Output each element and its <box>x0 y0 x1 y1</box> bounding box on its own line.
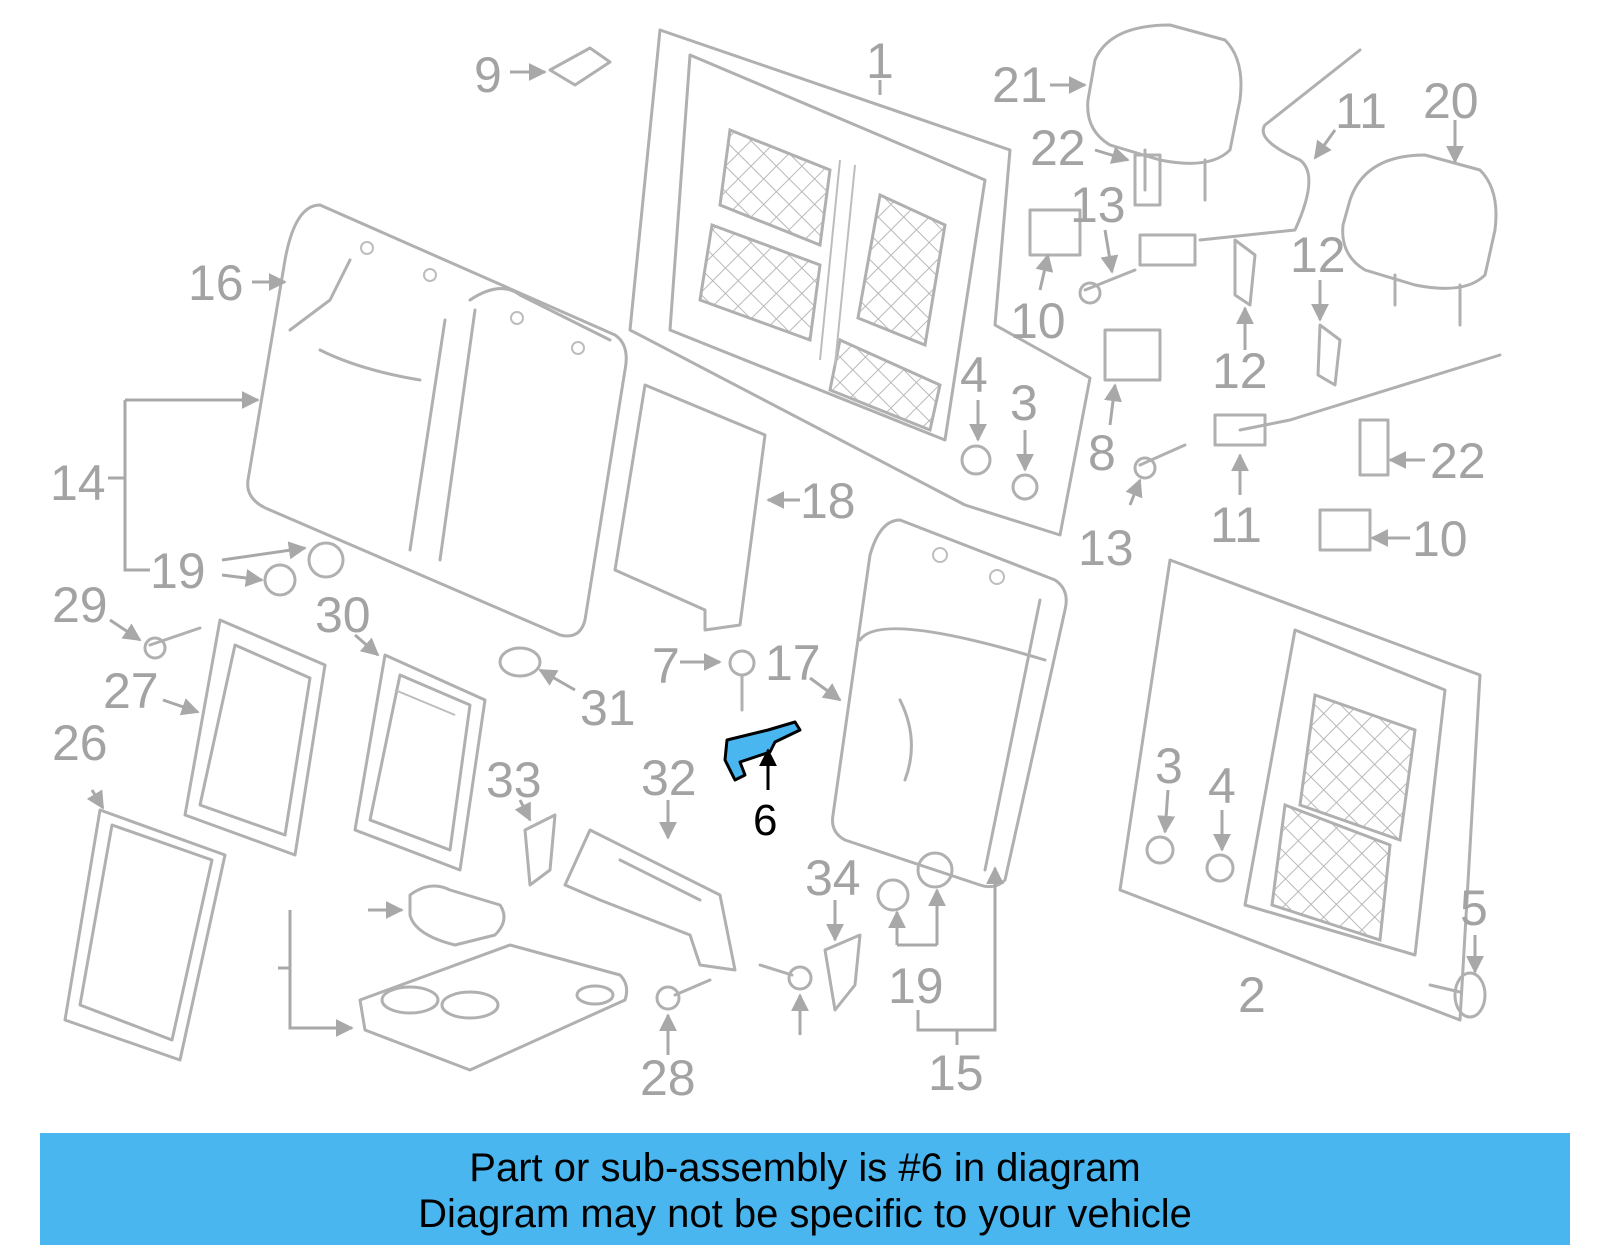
callout-28: 32 <box>641 750 697 806</box>
callout-21: 21 <box>992 57 1048 113</box>
callout-13: 13 <box>1070 177 1126 233</box>
leader-lines <box>86 63 1484 1055</box>
info-banner: Part or sub-assembly is #6 in diagram Di… <box>40 1133 1570 1245</box>
callout-7: 7 <box>652 638 680 694</box>
callout-17: 17 <box>765 635 821 691</box>
callout-14: 14 <box>50 455 106 511</box>
banner-line-disclaimer: Diagram may not be specific to your vehi… <box>418 1192 1192 1236</box>
part-18-pad <box>613 383 767 632</box>
callout-26: 30 <box>315 587 371 643</box>
part-12-brackets <box>1233 238 1342 387</box>
callout-11: 11 <box>1335 83 1387 139</box>
callout-4: 4 <box>960 347 988 403</box>
callout-24: 27 <box>103 663 159 719</box>
callout-22: 22 <box>1030 120 1086 176</box>
part-16-seat-back-cushion <box>246 203 628 638</box>
callout-19b: 19 <box>888 958 944 1014</box>
callout-3b: 3 <box>1155 738 1183 794</box>
part-3-4-fasteners <box>960 444 1235 883</box>
banner-line-part-number: Part or sub-assembly is #6 in diagram <box>469 1146 1141 1190</box>
part-20-headrest <box>1341 153 1498 327</box>
part-19-clips <box>263 541 954 912</box>
part-6-highlighted[interactable] <box>723 720 802 782</box>
callout-11b: 11 <box>1210 497 1262 553</box>
part-8-clip <box>1103 328 1162 382</box>
callout-31: 33 <box>486 752 542 808</box>
part-23-trim-panel <box>63 808 227 1062</box>
part-7-bolt <box>728 649 756 712</box>
callout-5: 5 <box>1460 880 1488 936</box>
callout-10b: 10 <box>1412 511 1468 567</box>
part-34-cup-holder <box>408 884 506 947</box>
part-2-seat-back-frame <box>1118 558 1482 1022</box>
part-21-headrest <box>1086 23 1243 202</box>
part-29-bolt <box>655 978 712 1011</box>
callout-16: 16 <box>188 255 244 311</box>
callout-27: 31 <box>580 680 636 736</box>
callout-8: 8 <box>1088 425 1116 481</box>
callout-13b: 13 <box>1078 520 1134 576</box>
part-1-seat-back-frame <box>628 28 1092 537</box>
callout-15: 15 <box>928 1045 984 1101</box>
part-9-clip <box>548 46 612 87</box>
callout-29: 28 <box>640 1050 696 1106</box>
callout-9: 9 <box>474 47 502 103</box>
callout-4b: 4 <box>1208 758 1236 814</box>
part-28-hinge-bracket <box>563 828 737 972</box>
callout-22b: 22 <box>1430 433 1486 489</box>
part-22-guides <box>1133 153 1390 477</box>
part-10-clip <box>1028 208 1372 552</box>
part-27-guide <box>498 646 542 678</box>
part-24-trim-panel <box>183 618 327 857</box>
part-33-armrest <box>358 943 629 1072</box>
callout-6: 6 <box>753 796 777 845</box>
callout-12: 12 <box>1290 227 1346 283</box>
part-11-cable <box>1138 48 1502 447</box>
callout-12b: 12 <box>1212 343 1268 399</box>
callout-25: 29 <box>52 577 108 633</box>
callout-10: 10 <box>1010 293 1066 349</box>
part-32-bracket <box>823 933 862 1012</box>
part-26-trim-panel <box>353 653 487 872</box>
callout-19: 19 <box>150 543 206 599</box>
callout-1: 1 <box>866 33 894 89</box>
callout-labels: 9 1 21 22 11 20 13 12 10 16 12 4 3 8 22 … <box>50 33 1488 1106</box>
part-31-bracket <box>523 813 557 887</box>
callout-3: 3 <box>1010 375 1038 431</box>
part-13-bolts <box>1078 268 1187 480</box>
callout-32: 34 <box>805 850 861 906</box>
part-30-bolt <box>758 963 813 991</box>
callout-2: 2 <box>1238 967 1266 1023</box>
part-25-bolt <box>143 626 202 660</box>
callout-18: 18 <box>800 473 856 529</box>
callout-23: 26 <box>52 715 108 771</box>
callout-20: 20 <box>1423 73 1479 129</box>
part-17-seat-back-cushion <box>831 518 1068 889</box>
